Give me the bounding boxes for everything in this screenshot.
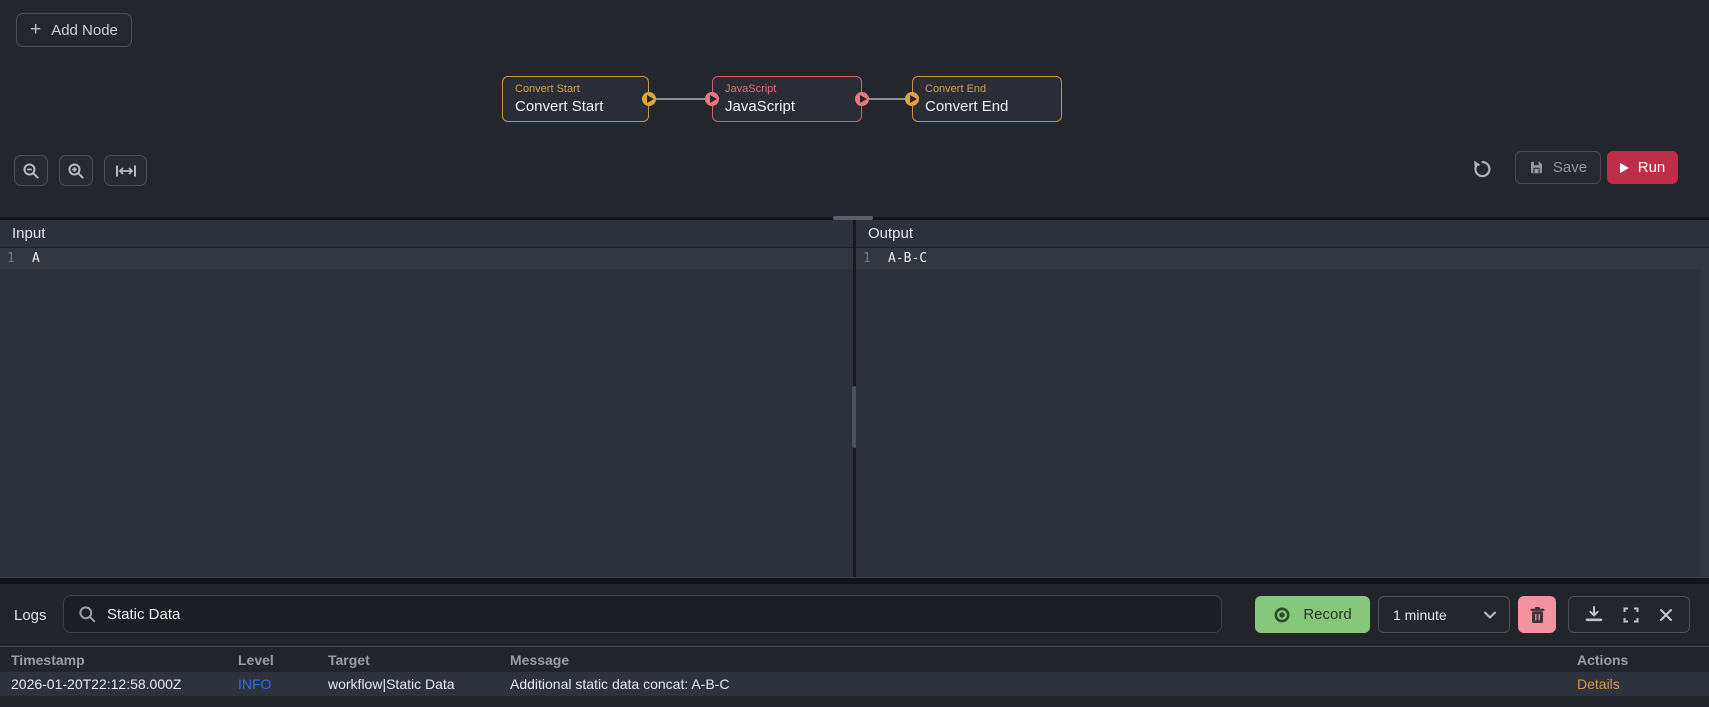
horizontal-resize-handle[interactable] [833, 216, 873, 220]
plus-icon: + [30, 18, 42, 40]
log-timestamp: 2026-01-20T22:12:58.000Z [11, 676, 182, 692]
io-panels-divider [852, 220, 857, 577]
line-number: 1 [7, 251, 15, 266]
panels-bottom-border [0, 577, 1709, 578]
log-message: Additional static data concat: A-B-C [510, 676, 730, 692]
node-convert-end[interactable]: Convert End Convert End [912, 76, 1062, 122]
log-level: INFO [238, 676, 272, 692]
add-node-label: Add Node [51, 21, 118, 39]
zoom-out-button[interactable] [14, 155, 48, 186]
close-icon [1659, 608, 1673, 622]
node-label: JavaScript [725, 98, 796, 115]
line-number: 1 [863, 251, 871, 266]
output-panel-title: Output [856, 220, 1709, 248]
interval-select[interactable]: 1 minute [1378, 596, 1510, 633]
logs-table: Timestamp Level Target Message Actions 2… [0, 646, 1709, 707]
log-row: 2026-01-20T22:12:58.000Z INFO workflow|S… [0, 672, 1709, 696]
close-logs-button[interactable] [1659, 608, 1673, 622]
code-line[interactable]: 1 A-B-C [856, 248, 1709, 269]
input-panel-title: Input [0, 220, 853, 248]
output-editor[interactable]: 1 A-B-C [856, 248, 1709, 577]
run-button[interactable]: Run [1607, 151, 1678, 184]
code-text: A [32, 251, 40, 266]
logs-search-box[interactable] [63, 595, 1222, 633]
undo-button[interactable] [1470, 157, 1494, 181]
download-icon [1585, 606, 1603, 623]
node-title: JavaScript [725, 83, 777, 95]
interval-value: 1 minute [1393, 606, 1447, 623]
zoom-out-icon [22, 162, 40, 180]
output-scrollbar[interactable] [1701, 248, 1709, 577]
input-port-javascript[interactable] [705, 92, 719, 106]
chevron-down-icon [1483, 611, 1497, 619]
edge-start-to-js [649, 98, 712, 100]
input-editor[interactable]: 1 A [0, 248, 853, 577]
output-port-convert-start[interactable] [642, 92, 656, 106]
save-button[interactable]: Save [1515, 151, 1601, 184]
column-header-actions: Actions [1577, 651, 1629, 668]
run-label: Run [1637, 159, 1666, 176]
clear-logs-button[interactable] [1518, 596, 1556, 633]
logs-search-input[interactable] [107, 605, 1221, 623]
output-port-javascript[interactable] [855, 92, 869, 106]
vertical-resize-handle[interactable] [852, 386, 857, 448]
search-icon [78, 605, 96, 623]
column-header-timestamp: Timestamp [11, 651, 85, 668]
undo-icon [1471, 158, 1493, 180]
column-header-level: Level [238, 651, 274, 668]
node-title: Convert End [925, 83, 987, 95]
flow-canvas[interactable]: + Add Node Convert Start Convert Start J… [0, 0, 1709, 217]
logs-title: Logs [14, 606, 47, 624]
node-javascript[interactable]: JavaScript JavaScript [712, 76, 862, 122]
zoom-in-icon [67, 162, 85, 180]
play-icon [1619, 162, 1629, 173]
log-details-link[interactable]: Details [1577, 676, 1620, 692]
record-label: Record [1303, 606, 1352, 623]
fit-width-icon [115, 164, 137, 178]
node-label: Convert Start [515, 98, 604, 115]
trash-icon [1529, 606, 1546, 624]
output-panel: Output 1 A-B-C [856, 220, 1709, 577]
node-label: Convert End [925, 98, 1009, 115]
fullscreen-icon [1623, 607, 1639, 623]
node-title: Convert Start [515, 83, 580, 95]
record-icon [1273, 606, 1291, 624]
record-button[interactable]: Record [1255, 596, 1370, 633]
fullscreen-button[interactable] [1623, 607, 1639, 623]
input-port-convert-end[interactable] [905, 92, 919, 106]
io-panels: Input 1 A Output 1 A-B-C [0, 220, 1709, 577]
save-label: Save [1552, 159, 1588, 176]
edge-js-to-end [862, 98, 912, 100]
input-panel: Input 1 A [0, 220, 853, 577]
logs-table-header: Timestamp Level Target Message Actions [0, 647, 1709, 672]
code-line[interactable]: 1 A [0, 248, 853, 269]
add-node-button[interactable]: + Add Node [16, 13, 132, 47]
logs-actions-group [1568, 596, 1690, 633]
column-header-message: Message [510, 651, 570, 668]
zoom-in-button[interactable] [59, 155, 93, 186]
fit-view-button[interactable] [104, 155, 147, 186]
node-convert-start[interactable]: Convert Start Convert Start [502, 76, 649, 122]
save-icon [1529, 160, 1544, 175]
log-target: workflow|Static Data [328, 676, 455, 692]
panels-logs-divider [0, 578, 1709, 584]
column-header-target: Target [328, 651, 370, 668]
code-text: A-B-C [888, 251, 928, 266]
logs-toolbar: Logs Record 1 minute [0, 584, 1709, 646]
download-logs-button[interactable] [1585, 606, 1603, 623]
